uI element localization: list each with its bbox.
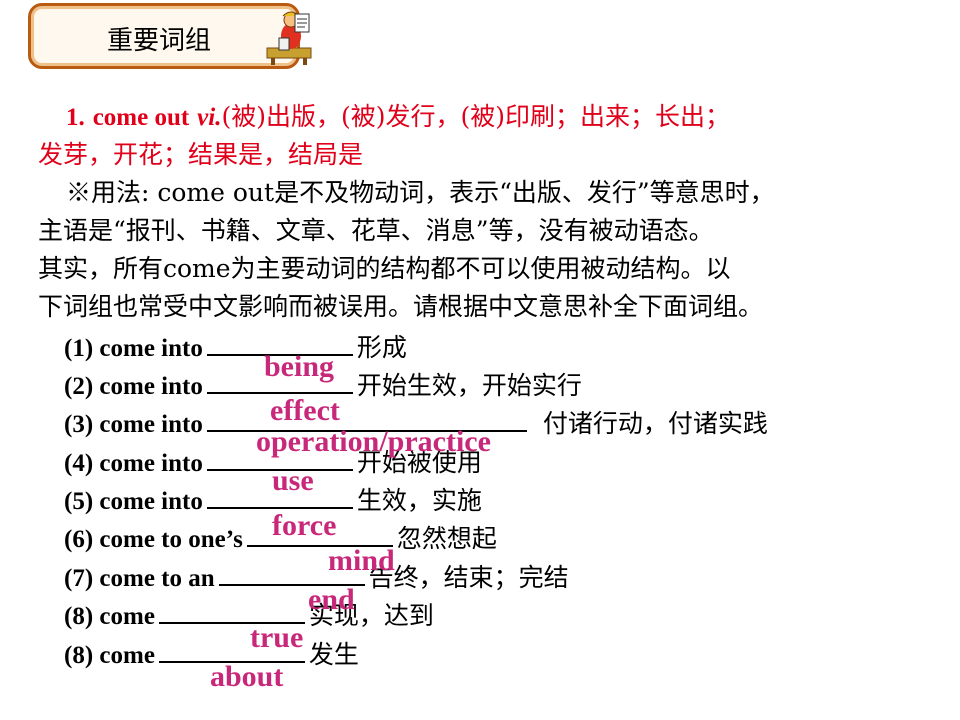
answer-blank xyxy=(206,410,527,432)
exercise-row: (6) come to one’s 忽然想起 xyxy=(64,524,497,555)
exercise-row: (3) come into 付诸行动，付诸实践 xyxy=(64,409,768,440)
exercise-meaning: 忽然想起 xyxy=(396,524,497,553)
phrase-meaning-1: (被)出版，(被)发行，(被)印刷；出来；长出； xyxy=(221,102,730,131)
answer-blank xyxy=(158,641,305,663)
exercise-row: (8) come 发生 xyxy=(64,640,359,671)
usage-line-4: 下词组也常受中文影响而被误用。请根据中文意思补全下面词组。 xyxy=(38,292,764,321)
answer-text: force xyxy=(272,509,337,542)
answer-text: mind xyxy=(328,544,395,577)
exercise-prefix: (4) come into xyxy=(64,450,203,477)
exercise-meaning: 开始被使用 xyxy=(356,448,482,477)
answer-blank xyxy=(206,372,353,394)
exercise-prefix: (5) come into xyxy=(64,488,203,515)
answer-text: end xyxy=(308,583,355,616)
answer-text: true xyxy=(250,621,304,654)
usage-line-2: 主语是“报刊、书籍、文章、花草、消息”等，没有被动语态。 xyxy=(38,216,714,245)
answer-text: operation/practice xyxy=(256,425,491,458)
answer-text: about xyxy=(210,660,284,693)
exercise-row: (8) come 实现，达到 xyxy=(64,601,434,632)
answer-blank xyxy=(206,334,353,356)
answer-blank xyxy=(158,602,305,624)
page-title: 重要词组 xyxy=(107,26,212,56)
usage-line-3: 其实，所有come为主要动词的结构都不可以使用被动结构。以 xyxy=(38,254,731,283)
exercise-meaning: 告终，结束；完结 xyxy=(368,563,569,592)
exercise-meaning: 实现，达到 xyxy=(308,601,434,630)
cartoon-reader-icon xyxy=(266,11,312,65)
exercise-row: (5) come into 生效，实施 xyxy=(64,486,482,517)
answer-blank xyxy=(246,525,393,547)
exercise-meaning: 付诸行动，付诸实践 xyxy=(542,409,768,438)
phrase-text: come out xyxy=(92,104,190,131)
exercise-prefix: (6) come to one’s xyxy=(64,526,243,553)
exercise-prefix: (1) come into xyxy=(64,335,203,362)
phrase-number: 1. xyxy=(66,104,85,131)
exercise-prefix: (8) come xyxy=(64,603,155,630)
phrase-heading: 1. come out vi.(被)出版，(被)发行，(被)印刷；出来；长出； xyxy=(66,102,730,133)
exercise-prefix: (2) come into xyxy=(64,373,203,400)
phrase-meaning-2: 发芽，开花；结果是，结局是 xyxy=(38,140,364,169)
usage-line-1: ※用法: come out是不及物动词，表示“出版、发行”等意思时， xyxy=(66,178,775,207)
answer-blank xyxy=(218,564,365,586)
answer-blank xyxy=(206,487,353,509)
exercise-prefix: (7) come to an xyxy=(64,565,215,592)
exercise-prefix: (8) come xyxy=(64,642,155,669)
answer-blank xyxy=(206,449,353,471)
exercise-meaning: 发生 xyxy=(308,640,359,669)
exercise-meaning: 形成 xyxy=(356,333,407,362)
exercise-meaning: 生效，实施 xyxy=(356,486,482,515)
answer-text: use xyxy=(272,464,314,497)
title-box: 重要词组 xyxy=(28,3,312,69)
exercise-row: (4) come into 开始被使用 xyxy=(64,448,482,479)
exercise-row: (1) come into 形成 xyxy=(64,333,407,364)
exercise-meaning: 开始生效，开始实行 xyxy=(356,371,582,400)
answer-text: effect xyxy=(270,394,340,427)
answer-text: being xyxy=(264,350,335,383)
part-of-speech: vi. xyxy=(197,104,222,131)
exercise-row: (7) come to an 告终，结束；完结 xyxy=(64,563,569,594)
exercise-prefix: (3) come into xyxy=(64,411,203,438)
exercise-row: (2) come into 开始生效，开始实行 xyxy=(64,371,582,402)
